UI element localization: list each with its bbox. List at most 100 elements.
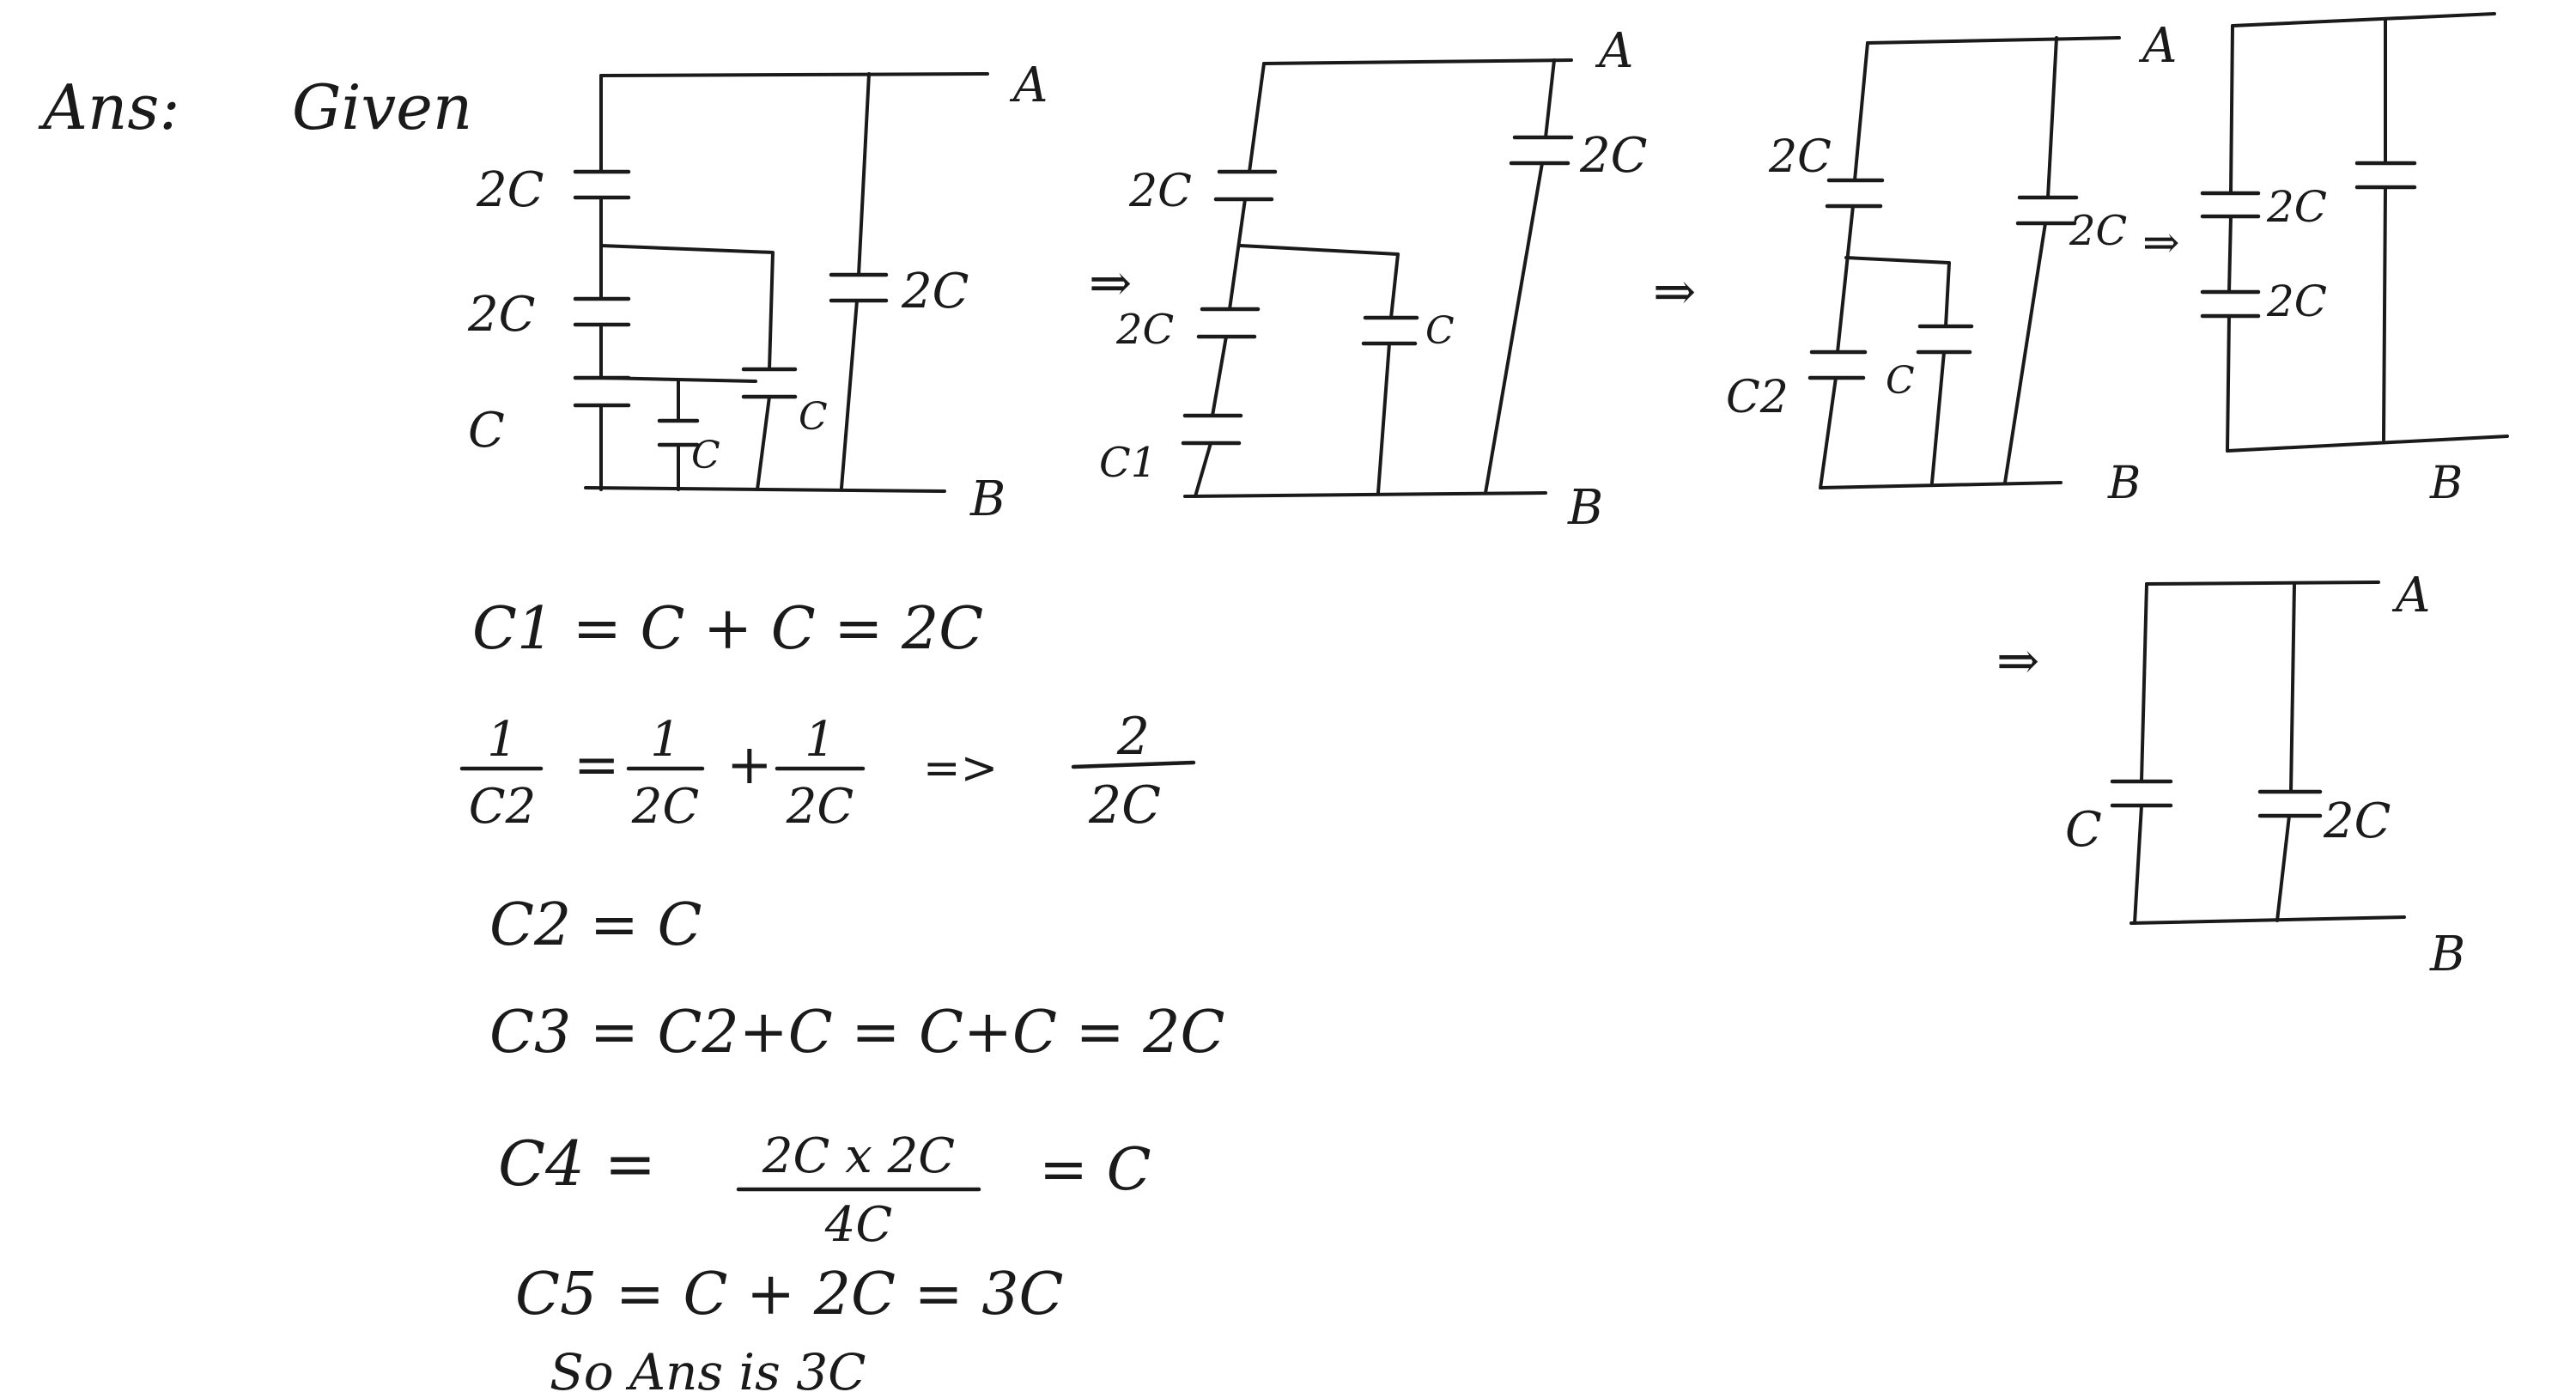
wire-branch-mid [599,244,775,491]
d4-terminal-b: B [2429,458,2463,509]
capacitor-d3-inner [1916,324,1974,355]
wire-far-right [1484,58,1556,495]
arrow-implies-1: ⇒ [1089,253,1132,313]
circuit-diagram-step-2: A B 2C 2C C1 C 2C [1099,23,1647,536]
equation-5: C4 = 2C x 2C 4C = C [498,1128,1151,1253]
d2-label-cap-bottom: C1 [1099,439,1157,487]
wire-bottom-b [1183,491,1547,498]
d3-label-cap-bottom-left: C2 [1726,372,1789,423]
capacitor-d3-far-right [2015,195,2079,226]
d3-terminal-b: B [2107,458,2141,509]
circuit-diagram-final: A B C 2C [2065,568,2465,982]
arrow-implies-4: ⇒ [1996,631,2039,691]
wire-left [1819,41,1869,489]
capacitor-d2-inner [1361,315,1419,346]
d1-label-cap-middle: 2C [467,287,535,343]
wire-top-a [1866,36,2121,45]
capacitor-d2-top [1213,169,1278,202]
equation-4: C3 = C2+C = C+C = 2C [489,999,1225,1067]
capacitor-d3-bottom-left [1807,350,1868,380]
capacitor-d4-upper [2200,191,2261,219]
eq2-result-numerator: 2 [1116,707,1150,767]
capacitor-d3-top [1825,178,1885,209]
wire-left [2226,24,2234,453]
eq2-lhs-denominator: C2 [469,779,536,835]
eq5-rhs: = C [1039,1136,1151,1204]
d1-label-cap-bottom-left: C [468,403,505,459]
given-label: Given [292,71,472,143]
circuit-diagram-given: A B 2C 2C C C C 2C [467,58,1048,527]
d2-terminal-a: A [1595,23,1633,79]
arrow-implies-2: ⇒ [1653,262,1696,322]
d2-terminal-b: B [1567,480,1603,536]
capacitor-d4-right [2354,161,2417,190]
eq5-denominator: 4C [824,1197,892,1253]
d3-terminal-a: A [2138,18,2177,74]
eq2-term2-numerator: 1 [805,712,835,768]
wire-left [2133,582,2148,925]
d5-terminal-a: A [2391,568,2430,623]
capacitor-d2-far-right [1509,135,1574,166]
wire-left [1194,62,1266,498]
eq2-term1-numerator: 1 [650,712,681,768]
wire-right [2275,582,2296,922]
capacitor-d2-middle [1196,307,1261,339]
eq2-term1-denominator: 2C [631,779,699,835]
d1-label-cap-bottom-right: C [799,395,828,439]
equation-6: C5 = C + 2C = 3C [515,1261,1064,1328]
equation-2: 1 C2 = 1 2C + 1 2C => 2 2C [459,707,1196,836]
wire-right [2382,17,2387,441]
conclusion-line: So Ans is 3C [550,1343,866,1392]
eq2-plus: + [726,733,773,797]
answer-label: Ans: [38,71,180,143]
d4-label-cap-lower: 2C [2266,277,2327,326]
wire-bottom-b [584,486,946,493]
capacitor-d1-bottom-left [573,375,631,408]
wire-branch-inner [1239,244,1400,495]
equation-3: C2 = C [489,891,702,959]
d5-label-cap-left: C [2065,802,2102,858]
d2-label-cap-middle: 2C [1115,306,1174,354]
wire-top-a [2145,581,2380,586]
d3-label-cap-inner: C [1886,359,1915,403]
wire-far-right [840,72,871,489]
d4-label-cap-upper: 2C [2266,182,2327,232]
eq2-lhs-numerator: 1 [487,712,518,768]
wire-top [2231,12,2496,27]
equation-1: C1 = C + C = 2C [472,595,983,663]
d2-label-cap-top: 2C [1128,166,1192,217]
d1-terminal-a: A [1009,58,1048,113]
d2-label-cap-far-right: 2C [1579,128,1647,184]
eq5-numerator: 2C x 2C [762,1128,955,1184]
eq2-result-denominator: 2C [1088,775,1161,836]
wire-branch-inner [1844,256,1951,484]
capacitor-d1-far-right [829,272,889,303]
capacitor-d1-top [573,169,631,200]
wire-bottom-b [2129,915,2406,925]
wire-top-a [1262,58,1573,65]
d3-label-cap-far-right: 2C [2069,207,2127,255]
eq2-equals: = [574,733,620,797]
capacitor-d2-bottom [1181,413,1243,446]
capacitor-d1-bottom-mid [657,418,700,447]
d1-label-cap-far-right: 2C [901,264,969,319]
capacitor-d5-right [2257,789,2323,818]
wire-bottom-b [1819,481,2063,489]
d1-label-cap-top: 2C [476,162,544,218]
d1-label-cap-bottom-mid: C [691,434,720,477]
eq2-term2-denominator: 2C [786,779,854,835]
wire-far-right [2003,36,2058,484]
wire-bottom-b [2226,435,2509,453]
eq2-implies: => [923,743,998,794]
capacitor-d1-middle [573,296,631,327]
arrow-implies-3: ⇒ [2142,217,2180,269]
capacitor-d5-left [2110,779,2173,808]
circuit-diagram-step-4: 2C 2C B [2200,12,2509,509]
d3-label-cap-top: 2C [1768,131,1832,183]
d2-label-cap-inner: C [1425,309,1455,353]
d5-label-cap-right: 2C [2323,793,2391,849]
capacitor-d4-lower [2200,289,2261,319]
eq5-lhs: C4 = [498,1128,656,1200]
capacitor-d1-bottom-right [741,367,798,399]
